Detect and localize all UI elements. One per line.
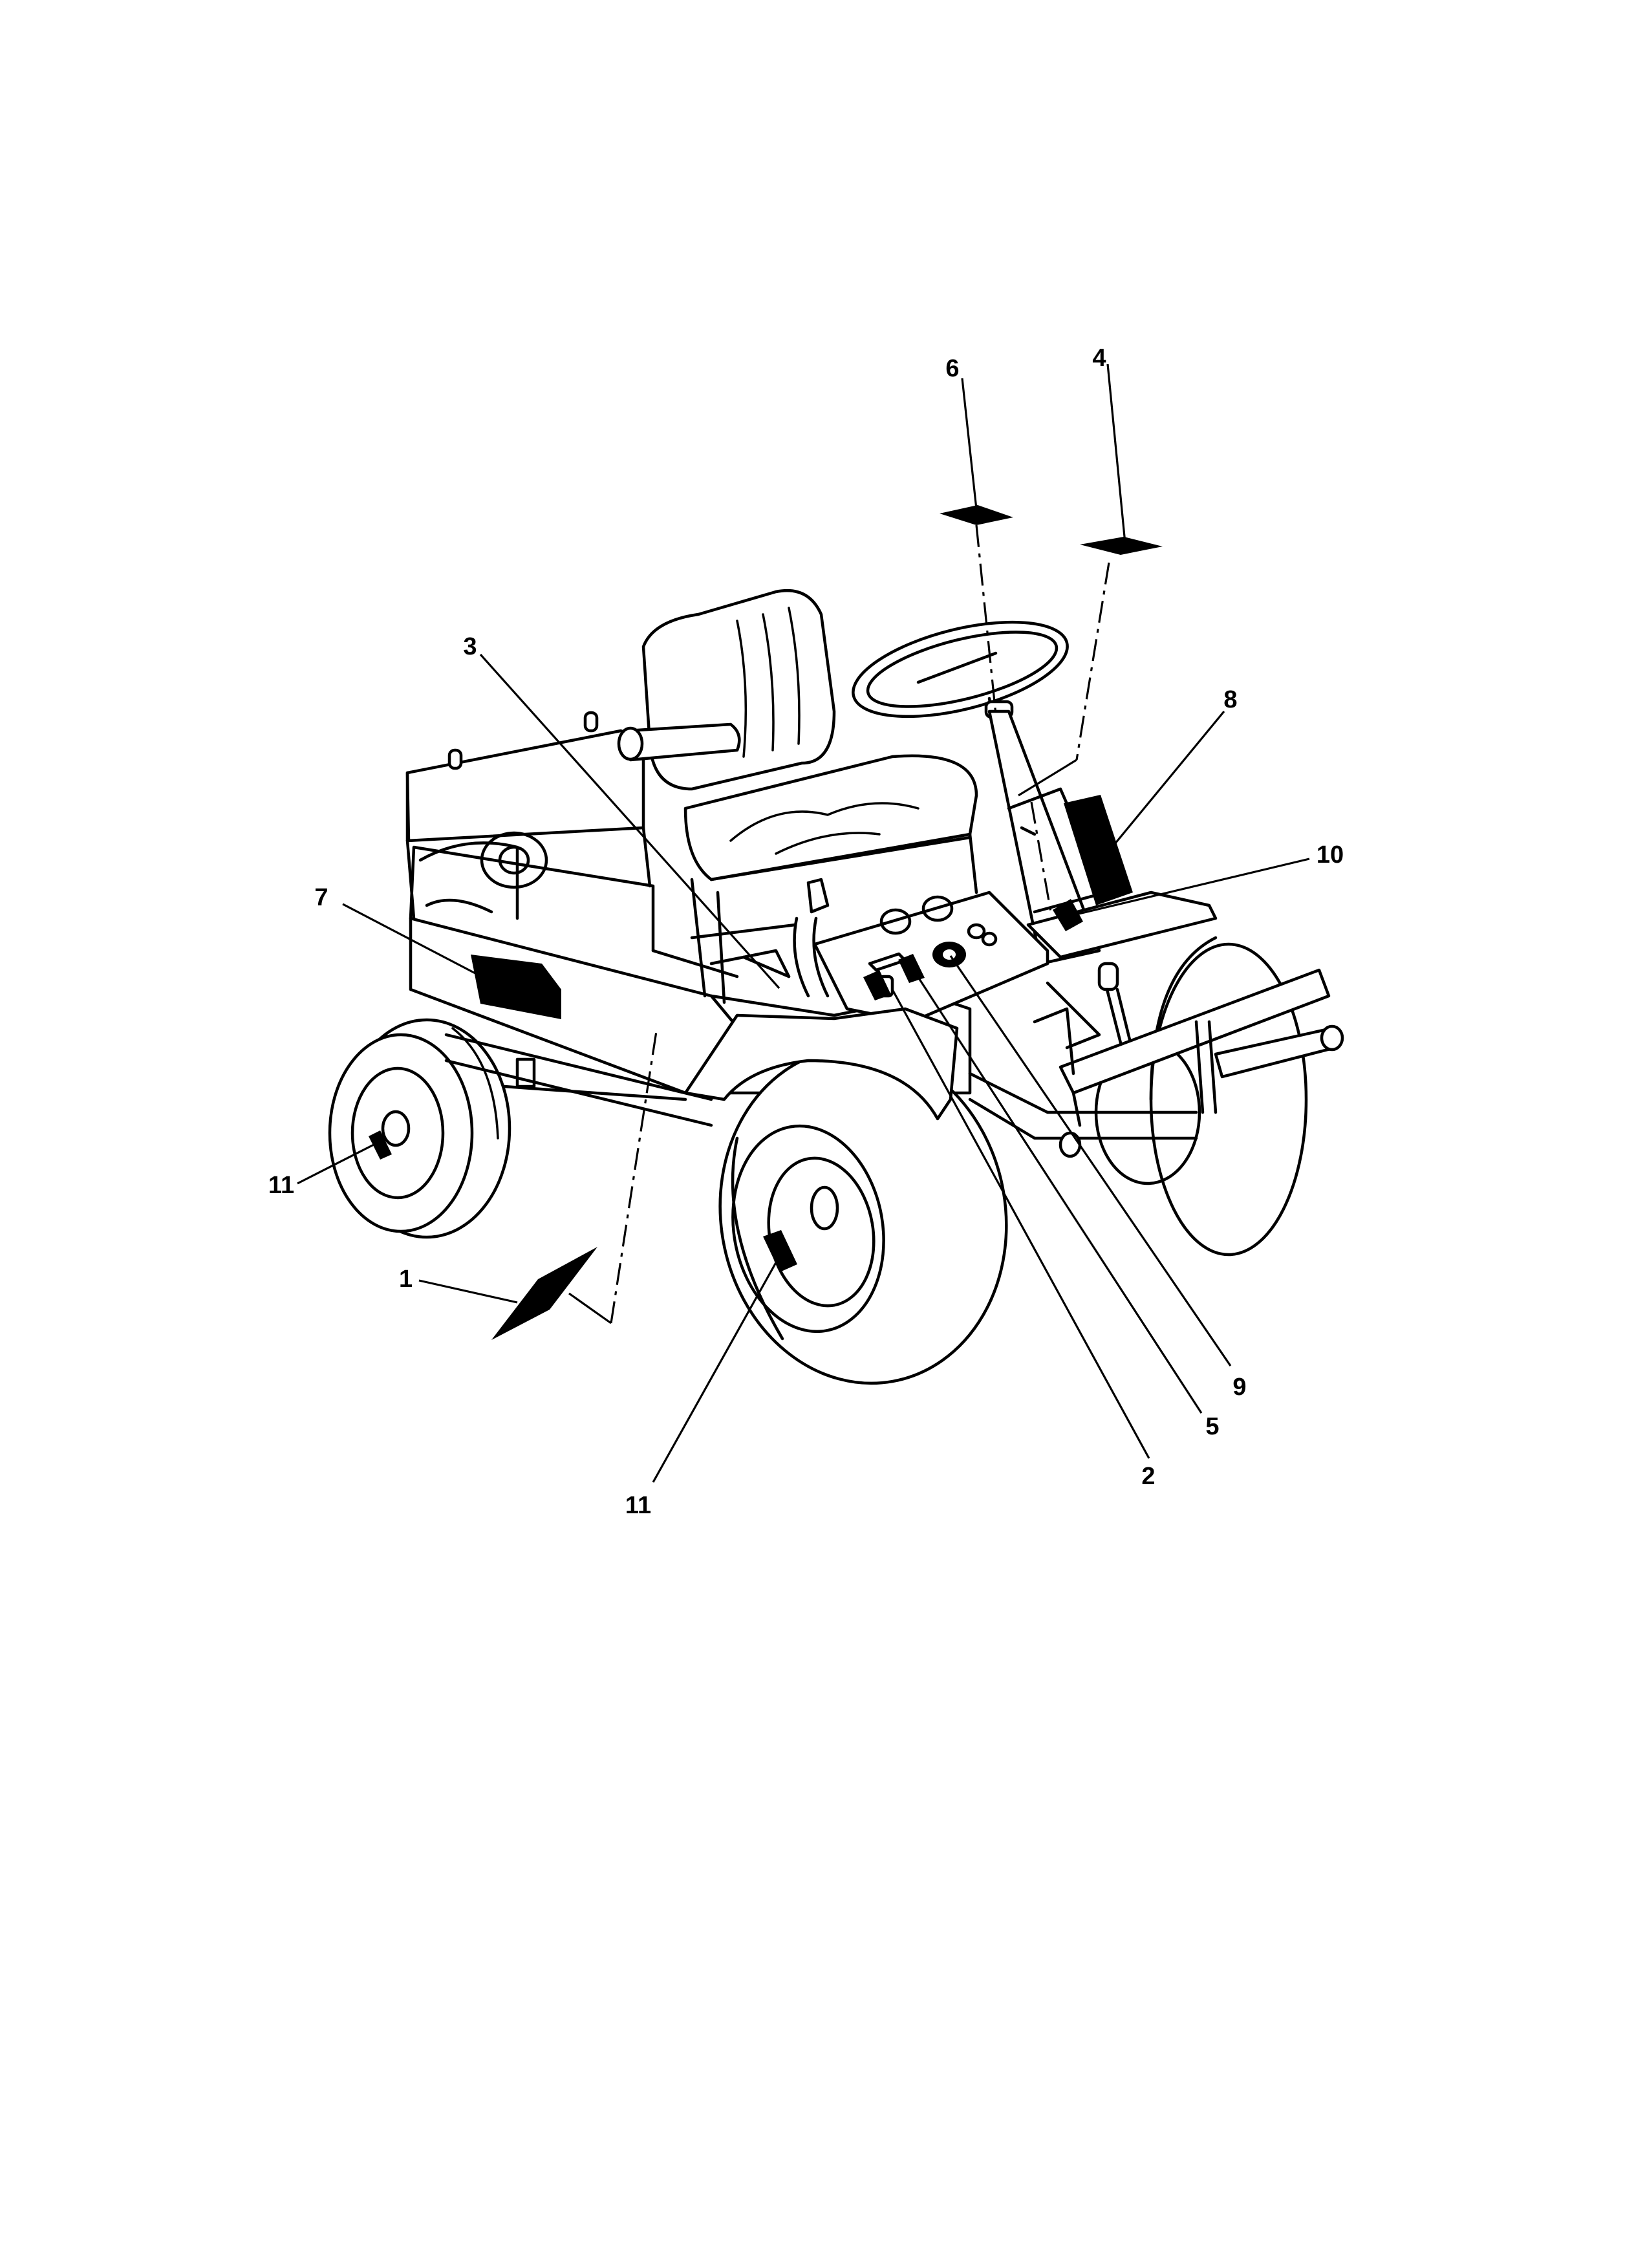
callout-6: 6 (945, 355, 959, 382)
leader-lines (297, 363, 1310, 1483)
callout-numbers: 1 2 3 4 5 6 7 8 9 10 11 11 (268, 345, 1344, 1519)
seat (617, 589, 978, 881)
decal-8 (1064, 795, 1133, 905)
callout-11-front: 11 (625, 1492, 651, 1519)
callout-1: 1 (399, 1266, 413, 1293)
decal-11-rear (369, 1130, 392, 1160)
callout-11-rear: 11 (268, 1172, 294, 1199)
rear-left-wheel (328, 1018, 511, 1239)
decal-7 (471, 955, 561, 1019)
callout-2: 2 (1141, 1463, 1155, 1490)
control-console (813, 891, 1049, 1024)
callout-5: 5 (1205, 1413, 1219, 1440)
decal-10 (1053, 899, 1083, 931)
callout-10: 10 (1317, 841, 1344, 869)
callout-9: 9 (1232, 1374, 1246, 1401)
decals (369, 505, 1163, 1340)
callout-8: 8 (1223, 686, 1237, 713)
callout-3: 3 (463, 633, 477, 660)
decal-6 (940, 505, 1013, 525)
callout-4: 4 (1092, 345, 1106, 372)
steering-wheel (852, 620, 1069, 775)
decal-1 (491, 1247, 597, 1340)
utility-vehicle-drawing (328, 589, 1344, 1385)
decal-11-front (763, 1230, 797, 1272)
front-bumper (1059, 968, 1344, 1127)
decal-2 (863, 970, 891, 1000)
callout-7: 7 (314, 884, 328, 911)
decal-4 (1080, 537, 1163, 555)
